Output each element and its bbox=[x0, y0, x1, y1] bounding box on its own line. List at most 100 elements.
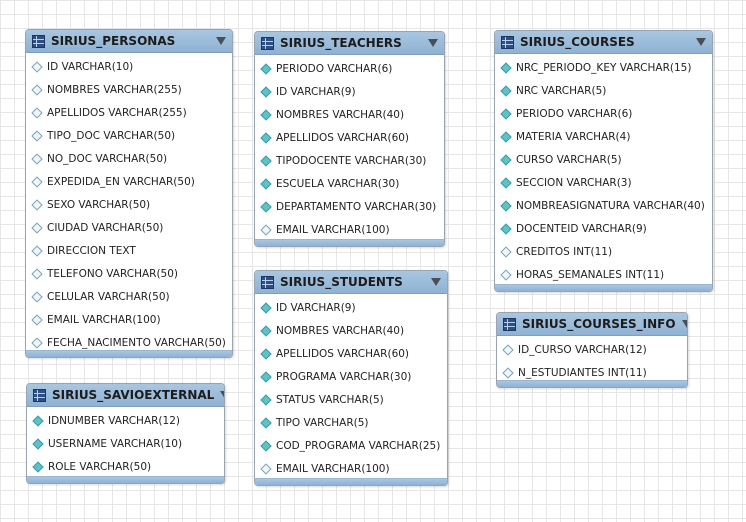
column-row[interactable]: APELLIDOS VARCHAR(60) bbox=[255, 126, 444, 149]
collapse-arrow-icon[interactable] bbox=[216, 37, 226, 45]
column-row[interactable]: ID VARCHAR(10) bbox=[26, 55, 232, 78]
column-row[interactable]: DIRECCION TEXT bbox=[26, 239, 232, 262]
column-label: TIPO_DOC VARCHAR(50) bbox=[47, 129, 176, 142]
table-icon bbox=[32, 34, 45, 48]
table-footer bbox=[495, 284, 712, 291]
column-row[interactable]: MATERIA VARCHAR(4) bbox=[495, 125, 712, 148]
column-row[interactable]: FECHA_NACIMENTO VARCHAR(50) bbox=[26, 331, 232, 354]
table-header[interactable]: SIRIUS_COURSES_INFO bbox=[497, 313, 687, 336]
column-row[interactable]: CURSO VARCHAR(5) bbox=[495, 148, 712, 171]
collapse-arrow-icon[interactable] bbox=[428, 39, 438, 47]
column-row[interactable]: EMAIL VARCHAR(100) bbox=[255, 457, 447, 480]
not-null-column-icon bbox=[260, 301, 272, 314]
column-row[interactable]: PERIODO VARCHAR(6) bbox=[255, 57, 444, 80]
not-null-column-icon bbox=[260, 154, 272, 167]
column-row[interactable]: STATUS VARCHAR(5) bbox=[255, 388, 447, 411]
column-label: PERIODO VARCHAR(6) bbox=[516, 107, 633, 120]
column-label: NOMBRES VARCHAR(40) bbox=[276, 324, 405, 337]
table-header[interactable]: SIRIUS_STUDENTS bbox=[255, 271, 447, 294]
column-row[interactable]: DOCENTEID VARCHAR(9) bbox=[495, 217, 712, 240]
column-label: DIRECCION TEXT bbox=[47, 244, 136, 257]
not-null-column-icon bbox=[500, 176, 512, 189]
column-row[interactable]: APELLIDOS VARCHAR(255) bbox=[26, 101, 232, 124]
nullable-column-icon bbox=[31, 313, 43, 326]
column-row[interactable]: NRC VARCHAR(5) bbox=[495, 79, 712, 102]
column-row[interactable]: NOMBREASIGNATURA VARCHAR(40) bbox=[495, 194, 712, 217]
column-row[interactable]: SECCION VARCHAR(3) bbox=[495, 171, 712, 194]
column-row[interactable]: EXPEDIDA_EN VARCHAR(50) bbox=[26, 170, 232, 193]
column-row[interactable]: HORAS_SEMANALES INT(11) bbox=[495, 263, 712, 286]
column-row[interactable]: ESCUELA VARCHAR(30) bbox=[255, 172, 444, 195]
column-label: USERNAME VARCHAR(10) bbox=[48, 437, 183, 450]
column-label: COD_PROGRAMA VARCHAR(25) bbox=[276, 439, 441, 452]
column-label: STATUS VARCHAR(5) bbox=[276, 393, 384, 406]
column-row[interactable]: CIUDAD VARCHAR(50) bbox=[26, 216, 232, 239]
column-row[interactable]: EMAIL VARCHAR(100) bbox=[26, 308, 232, 331]
column-row[interactable]: ROLE VARCHAR(50) bbox=[27, 455, 224, 478]
column-row[interactable]: NOMBRES VARCHAR(40) bbox=[255, 103, 444, 126]
not-null-column-icon bbox=[260, 324, 272, 337]
column-label: HORAS_SEMANALES INT(11) bbox=[516, 268, 665, 281]
not-null-column-icon bbox=[32, 437, 44, 450]
column-row[interactable]: DEPARTAMENTO VARCHAR(30) bbox=[255, 195, 444, 218]
column-row[interactable]: NOMBRES VARCHAR(255) bbox=[26, 78, 232, 101]
column-label: NOMBRES VARCHAR(40) bbox=[276, 108, 405, 121]
not-null-column-icon bbox=[500, 199, 512, 212]
column-row[interactable]: TIPO_DOC VARCHAR(50) bbox=[26, 124, 232, 147]
not-null-column-icon bbox=[260, 416, 272, 429]
table-header[interactable]: SIRIUS_SAVIOEXTERNAL bbox=[27, 384, 224, 407]
table-header[interactable]: SIRIUS_PERSONAS bbox=[26, 30, 232, 53]
collapse-arrow-icon[interactable] bbox=[681, 320, 687, 328]
nullable-column-icon bbox=[500, 268, 512, 281]
column-list: PERIODO VARCHAR(6)ID VARCHAR(9) NOMBRES V… bbox=[255, 55, 444, 241]
column-row[interactable]: APELLIDOS VARCHAR(60) bbox=[255, 342, 447, 365]
not-null-column-icon bbox=[32, 460, 44, 473]
column-row[interactable]: CREDITOS INT(11) bbox=[495, 240, 712, 263]
nullable-column-icon bbox=[31, 290, 43, 303]
nullable-column-icon bbox=[502, 366, 514, 379]
table-header[interactable]: SIRIUS_TEACHERS bbox=[255, 32, 444, 55]
column-row[interactable]: TELEFONO VARCHAR(50) bbox=[26, 262, 232, 285]
nullable-column-icon bbox=[31, 221, 43, 234]
column-row[interactable]: ID_CURSO VARCHAR(12) bbox=[497, 338, 687, 361]
column-list: ID VARCHAR(10)NOMBRES VARCHAR(255)APELLI… bbox=[26, 53, 232, 354]
column-label: EXPEDIDA_EN VARCHAR(50) bbox=[47, 175, 195, 188]
column-row[interactable]: EMAIL VARCHAR(100) bbox=[255, 218, 444, 241]
column-row[interactable]: NOMBRES VARCHAR(40) bbox=[255, 319, 447, 342]
column-row[interactable]: NO_DOC VARCHAR(50) bbox=[26, 147, 232, 170]
column-row[interactable]: SEXO VARCHAR(50) bbox=[26, 193, 232, 216]
column-label: CIUDAD VARCHAR(50) bbox=[47, 221, 164, 234]
column-label: NRC VARCHAR(5) bbox=[516, 84, 607, 97]
column-row[interactable]: ID VARCHAR(9) bbox=[255, 296, 447, 319]
column-row[interactable]: COD_PROGRAMA VARCHAR(25) bbox=[255, 434, 447, 457]
column-row[interactable]: CELULAR VARCHAR(50) bbox=[26, 285, 232, 308]
column-list: IDNUMBER VARCHAR(12) USERNAME VARCHAR(10)… bbox=[27, 407, 224, 478]
column-row[interactable]: TIPO VARCHAR(5) bbox=[255, 411, 447, 434]
not-null-column-icon bbox=[260, 177, 272, 190]
collapse-arrow-icon[interactable] bbox=[696, 38, 706, 46]
table-title: SIRIUS_PERSONAS bbox=[51, 34, 176, 48]
table-icon bbox=[261, 36, 274, 50]
column-label: CURSO VARCHAR(5) bbox=[516, 153, 622, 166]
column-row[interactable]: IDNUMBER VARCHAR(12) bbox=[27, 409, 224, 432]
column-row[interactable]: USERNAME VARCHAR(10) bbox=[27, 432, 224, 455]
nullable-column-icon bbox=[31, 175, 43, 188]
table-personas[interactable]: SIRIUS_PERSONAS ID VARCHAR(10)NOMBRES VAR… bbox=[25, 29, 233, 358]
column-row[interactable]: NRC_PERIODO_KEY VARCHAR(15) bbox=[495, 56, 712, 79]
column-row[interactable]: PERIODO VARCHAR(6) bbox=[495, 102, 712, 125]
collapse-arrow-icon[interactable] bbox=[220, 391, 224, 399]
table-header[interactable]: SIRIUS_COURSES bbox=[495, 31, 712, 54]
column-list: ID_CURSO VARCHAR(12)N_ESTUDIANTES INT(11… bbox=[497, 336, 687, 384]
column-label: EMAIL VARCHAR(100) bbox=[276, 462, 390, 475]
not-null-column-icon bbox=[260, 439, 272, 452]
column-row[interactable]: TIPODOCENTE VARCHAR(30) bbox=[255, 149, 444, 172]
column-row[interactable]: PROGRAMA VARCHAR(30) bbox=[255, 365, 447, 388]
column-row[interactable]: N_ESTUDIANTES INT(11) bbox=[497, 361, 687, 384]
column-row[interactable]: ID VARCHAR(9) bbox=[255, 80, 444, 103]
collapse-arrow-icon[interactable] bbox=[431, 278, 441, 286]
